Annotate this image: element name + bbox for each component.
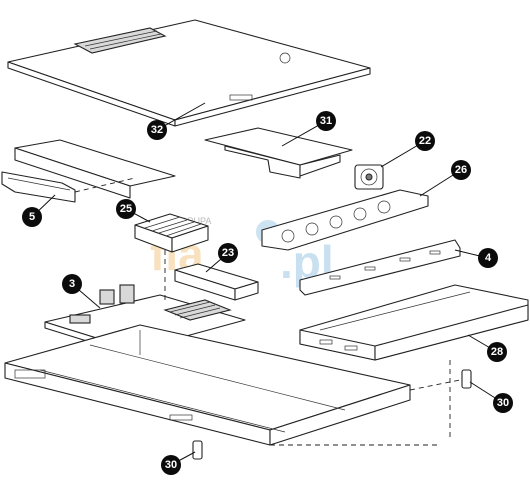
callout-3: 3	[62, 274, 82, 294]
rail-bracket-part-right	[409, 360, 472, 440]
callout-5: 5	[22, 207, 42, 227]
callout-23: 23	[218, 243, 238, 263]
callout-26: 26	[451, 160, 471, 180]
fan-cage-part	[261, 189, 429, 251]
callout-4-label: 4	[485, 252, 492, 264]
callout-28: 28	[487, 342, 507, 362]
drive-cage-part	[299, 284, 529, 361]
callout-32: 32	[147, 120, 167, 140]
cover-vent-grille	[73, 27, 167, 54]
callout-30-left: 30	[161, 455, 181, 475]
air-baffle-part	[204, 127, 353, 179]
heatsink-part	[134, 213, 209, 253]
board-components	[69, 284, 232, 324]
callout-22-label: 22	[419, 135, 431, 147]
callout-5-label: 5	[29, 211, 35, 223]
callout-30-right: 30	[493, 393, 513, 413]
callout-22: 22	[415, 131, 435, 151]
watermark-small: GRUPA	[180, 216, 211, 226]
callout-25-label: 25	[120, 203, 132, 215]
callout-31-label: 31	[320, 115, 332, 127]
callout-30-left-label: 30	[165, 459, 177, 471]
callout-30-right-label: 30	[497, 397, 509, 409]
callout-32-label: 32	[151, 124, 163, 136]
rail-bracket-part-left	[192, 440, 440, 460]
power-module-part	[174, 263, 259, 301]
callout-4: 4	[478, 248, 498, 268]
fan-module-part	[354, 164, 384, 190]
callout-25: 25	[116, 199, 136, 219]
drive-backplane-part	[299, 239, 461, 296]
chassis-tray-part	[4, 324, 411, 446]
callout-26-label: 26	[455, 164, 467, 176]
callout-28-label: 28	[491, 346, 503, 358]
callout-23-label: 23	[222, 247, 234, 259]
callout-3-label: 3	[69, 278, 75, 290]
top-cover-part	[7, 19, 371, 127]
callout-31: 31	[316, 111, 336, 131]
pci-riser-cage-part	[1, 139, 176, 203]
